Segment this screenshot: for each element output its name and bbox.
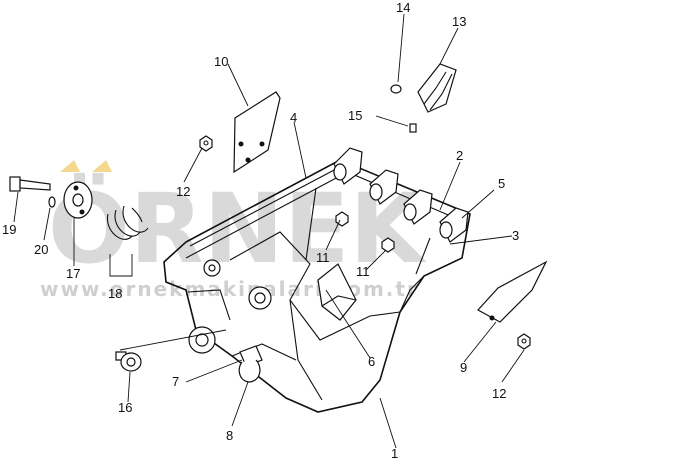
callout-13: 13 [452,14,466,29]
callout-3: 3 [512,228,519,243]
callout-18: 18 [108,286,122,301]
part-12-nut-top [199,135,213,152]
part-11-bolts [335,211,395,253]
part-9-side-cutter [477,260,548,323]
part-12-nut-bottom [517,333,531,350]
callout-5: 5 [498,176,505,191]
watermark-accent-right [92,160,112,172]
part-1-bucket-body [163,159,471,413]
part-20-washer [48,196,56,208]
part-18-shims [107,205,149,240]
callout-14: 14 [396,0,410,15]
part-16-bushing [115,351,142,372]
callout-19: 19 [2,222,16,237]
callout-7: 7 [172,374,179,389]
callout-12-bottom: 12 [492,386,506,401]
leader-lines [13,13,525,449]
callout-11-left: 11 [316,250,330,265]
watermark-brand: ÖRNEK [48,172,427,285]
part-13-tooth [417,63,457,113]
callout-4: 4 [290,110,297,125]
callout-10: 10 [214,54,228,69]
callout-8: 8 [226,428,233,443]
callout-15: 15 [348,108,362,123]
callout-1: 1 [391,446,398,461]
part-17-collar [63,181,93,219]
callout-2: 2 [456,148,463,163]
callout-9: 9 [460,360,467,375]
part-6-wear-block [317,263,357,321]
part-8-hook [238,359,261,383]
part-14-pin [390,84,402,94]
watermark-accent-left [60,160,80,172]
callout-20: 20 [34,242,48,257]
part-19-bolt [9,176,51,192]
adapter-lugs [333,147,469,243]
callout-labels: 1 2 3 4 5 6 7 8 9 10 11 11 12 12 13 14 1… [2,0,519,461]
callout-17: 17 [66,266,80,281]
callout-6: 6 [368,354,375,369]
watermark-url: www.ornekmakinalari.com.tr [40,277,419,301]
callout-11-right: 11 [356,264,370,279]
part-15-lock [409,123,417,133]
part-10-side-shroud [233,91,281,174]
callout-12-top: 12 [176,184,190,199]
callout-16: 16 [118,400,132,415]
